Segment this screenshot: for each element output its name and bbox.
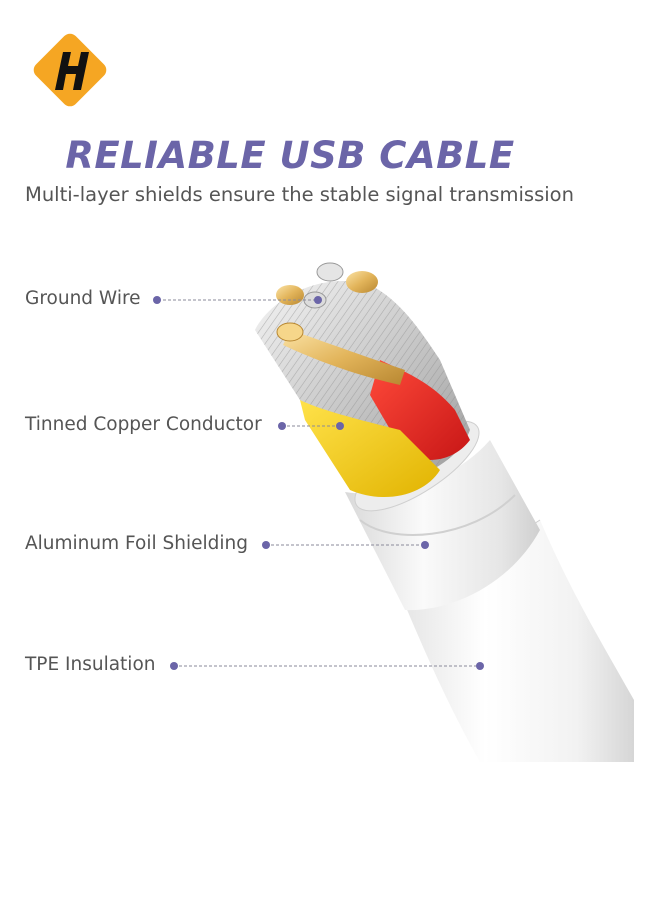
callout-tpe-insulation: TPE Insulation [25, 654, 156, 675]
leader-dots [153, 296, 484, 670]
page-title: RELIABLE USB CABLE [65, 134, 515, 177]
callout-aluminum-foil-shielding: Aluminum Foil Shielding [25, 533, 248, 554]
page-subtitle: Multi-layer shields ensure the stable si… [25, 183, 574, 206]
letter-h-logo-icon [33, 33, 107, 107]
leader-lines [158, 299, 480, 667]
callout-ground-wire: Ground Wire [25, 288, 141, 309]
callout-tinned-copper-conductor: Tinned Copper Conductor [25, 414, 262, 435]
inner-conductors [255, 262, 470, 498]
